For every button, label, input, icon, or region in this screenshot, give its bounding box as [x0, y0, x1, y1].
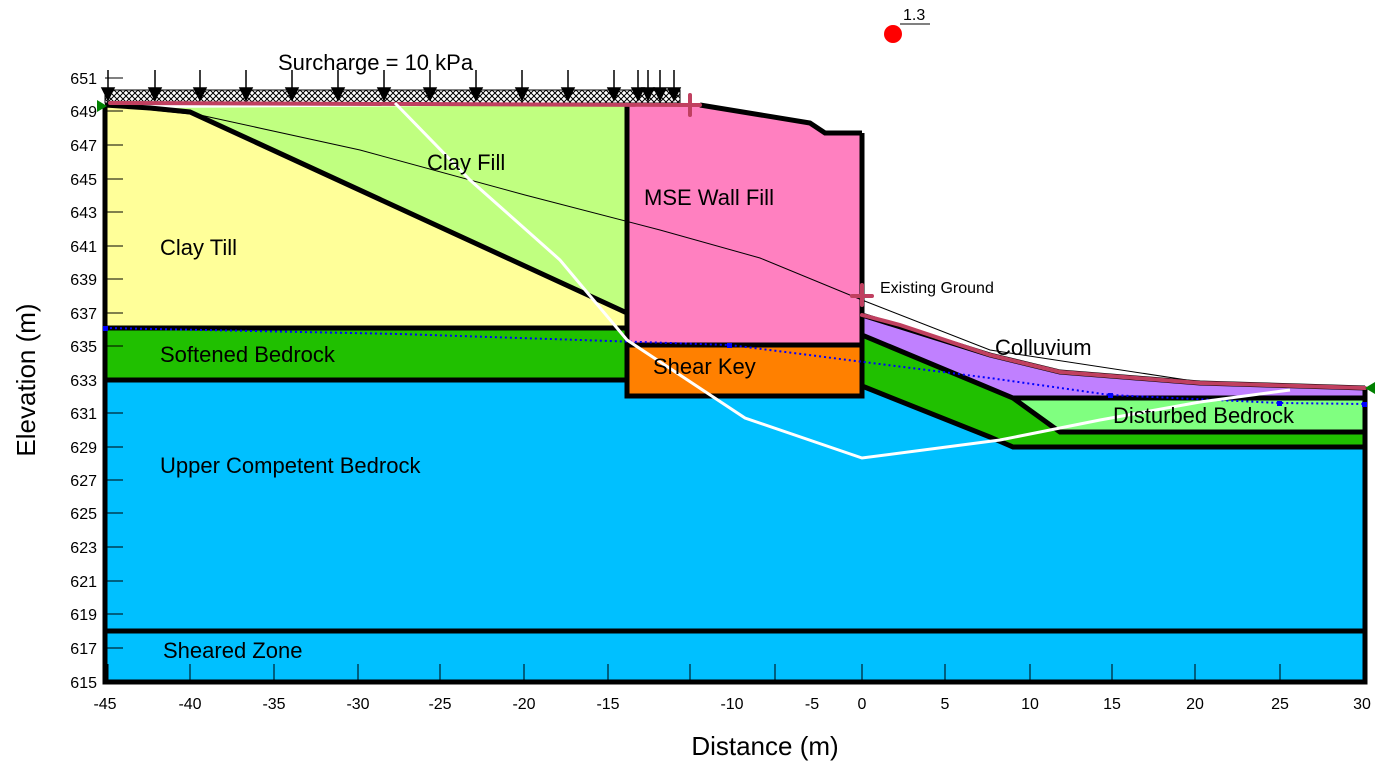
x-tick-label: -30 [346, 696, 369, 713]
critical-slip-surface [393, 101, 1291, 460]
x-tick-label: -45 [93, 696, 116, 713]
y-tick-label: 621 [70, 574, 97, 591]
mse-wall-fill-region [627, 105, 862, 345]
bedrock-region [105, 380, 1365, 682]
y-tick-label: 631 [70, 406, 97, 423]
y-tick-label: 617 [70, 641, 97, 658]
x-tick-label: -35 [262, 696, 285, 713]
y-tick-label: 633 [70, 373, 97, 390]
y-tick-label: 643 [70, 205, 97, 222]
x-tick-label: -20 [512, 696, 535, 713]
y-tick-label: 651 [70, 71, 97, 88]
clay-fill-region [150, 105, 627, 313]
x-tick-label: 20 [1186, 696, 1204, 713]
existing-ground-line [104, 104, 1366, 389]
shear-key-region [627, 345, 862, 396]
x-tick-label: -5 [805, 696, 819, 713]
disturbed-bedrock-label: Disturbed Bedrock [1113, 403, 1295, 428]
factor-of-safety-label: 1.3 [903, 7, 925, 24]
material-regions [105, 105, 1365, 682]
upper-competent-bedrock-label: Upper Competent Bedrock [160, 453, 421, 478]
exit-range [850, 283, 1367, 390]
y-tick-label: 645 [70, 172, 97, 189]
x-tick-label: 25 [1271, 696, 1289, 713]
clay-fill-label: Clay Fill [427, 150, 505, 175]
x-tick-label: 30 [1353, 696, 1371, 713]
y-tick-label: 625 [70, 506, 97, 523]
mse-wall-fill-label: MSE Wall Fill [644, 185, 774, 210]
softened-bedrock-region [105, 328, 627, 380]
sheared-zone-band [105, 631, 1365, 682]
x-tick-label: -25 [428, 696, 451, 713]
y-axis-ticks [105, 77, 123, 683]
water-table-points [103, 326, 1367, 407]
disturbed-bedrock-region [1013, 398, 1365, 432]
clay-till-region [105, 105, 627, 328]
y-tick-label: 641 [70, 239, 97, 256]
surcharge-arrows [100, 70, 682, 102]
x-axis-title: Distance (m) [691, 731, 838, 761]
softened-bedrock-label: Softened Bedrock [160, 342, 336, 367]
x-tick-label: -15 [596, 696, 619, 713]
y-tick-label: 649 [70, 104, 97, 121]
y-tick-label: 629 [70, 440, 97, 457]
y-tick-label: 627 [70, 473, 97, 490]
colluvium-label: Colluvium [995, 335, 1092, 360]
x-tick-label: 0 [858, 696, 867, 713]
left-endpoint-marker [97, 100, 107, 112]
existing-ground-label: Existing Ground [880, 280, 994, 297]
x-tick-label: 10 [1021, 696, 1039, 713]
y-tick-label: 635 [70, 339, 97, 356]
x-tick-label: -10 [720, 696, 743, 713]
entry-range [108, 93, 702, 117]
x-tick-label: -40 [178, 696, 201, 713]
x-axis-ticks [107, 664, 1281, 682]
x-tick-label: 15 [1103, 696, 1121, 713]
y-axis-title: Elevation (m) [11, 303, 41, 456]
surcharge-label: Surcharge = 10 kPa [278, 50, 474, 75]
y-tick-label: 623 [70, 540, 97, 557]
surcharge-strip [104, 89, 681, 104]
clay-till-label: Clay Till [160, 235, 237, 260]
y-tick-label: 639 [70, 272, 97, 289]
y-tick-label: 615 [70, 675, 97, 692]
y-tick-label: 637 [70, 306, 97, 323]
shear-key-label: Shear Key [653, 354, 756, 379]
y-tick-label: 647 [70, 138, 97, 155]
y-tick-labels: 615 617 619 621 623 625 627 629 631 633 … [70, 71, 97, 692]
slip-center-marker [884, 25, 902, 43]
y-tick-label: 619 [70, 607, 97, 624]
sheared-zone-label: Sheared Zone [163, 638, 302, 663]
x-tick-label: 5 [941, 696, 950, 713]
water-table-line [104, 327, 1366, 405]
right-endpoint-marker [1365, 382, 1375, 394]
x-tick-labels: -45 -40 -35 -30 -25 -20 -15 -10 -5 0 5 1… [93, 696, 1371, 713]
